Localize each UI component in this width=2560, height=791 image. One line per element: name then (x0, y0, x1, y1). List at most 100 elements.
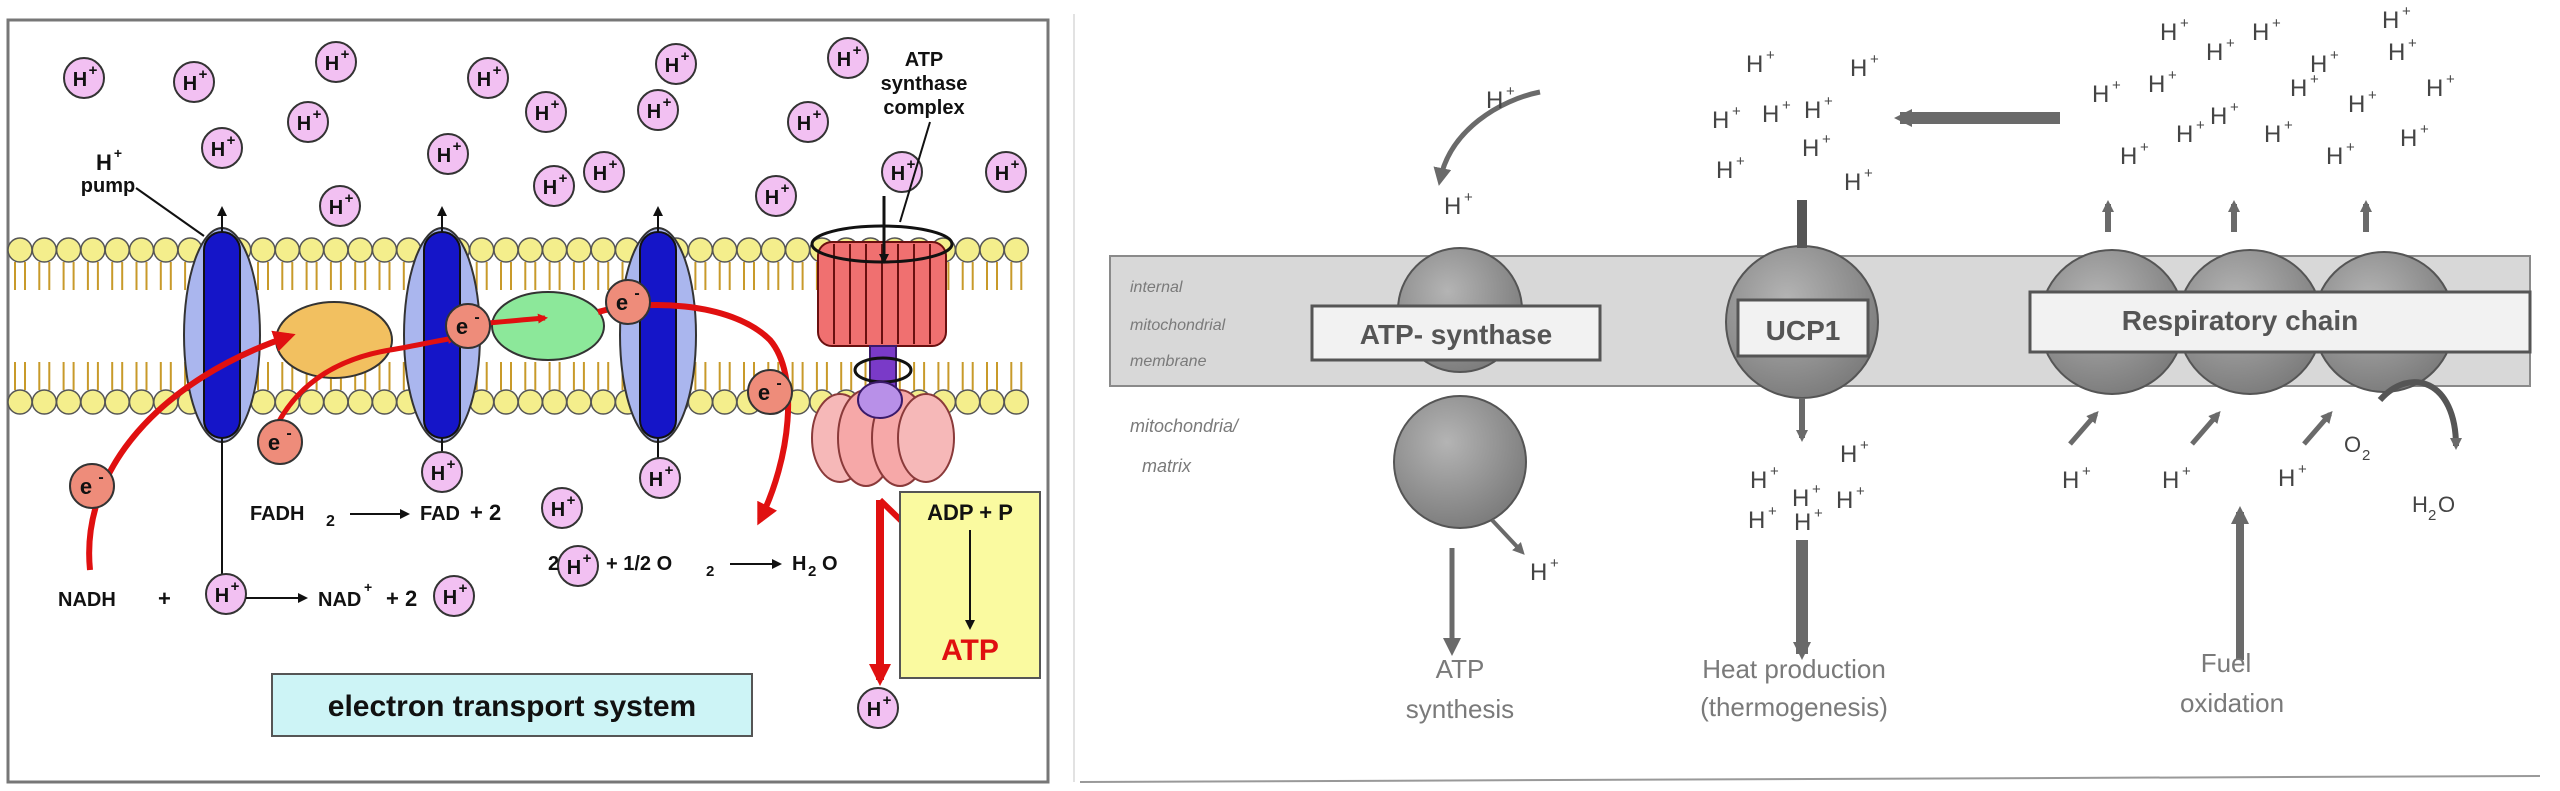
proton-charge: + (2368, 87, 2377, 104)
proton-h: H (1804, 97, 1821, 124)
svg-text:e: e (268, 430, 280, 455)
proton-charge: + (1824, 93, 1833, 110)
proton-ion: H+ (985, 151, 1027, 193)
right-proton-label: H+ (1748, 503, 1777, 534)
proton-return-arrow (1433, 89, 1541, 186)
proton-charge: + (583, 550, 592, 567)
h2o-h-label: H (2412, 492, 2428, 517)
water-o: O (822, 553, 838, 575)
proton-h: H (2176, 121, 2193, 148)
proton-charge: + (231, 578, 240, 595)
svg-text:e: e (456, 314, 468, 339)
proton-h: H (1802, 135, 1819, 162)
proton-charge: + (2168, 67, 2177, 84)
proton-charge: + (1860, 437, 1869, 454)
proton-ion: H+ (857, 687, 899, 729)
proton-charge: + (1870, 51, 1879, 68)
lipid-head (590, 237, 616, 263)
proton-charge: + (1506, 83, 1515, 100)
proton-charge: + (453, 138, 462, 155)
proton-ion: H+ (525, 91, 567, 133)
fadh-sub: 2 (326, 513, 335, 530)
lipid-head (371, 389, 398, 415)
h-pump-h: H (96, 150, 112, 175)
right-bottom-rule (1079, 775, 2541, 783)
proton-ion: H+ (787, 101, 829, 143)
right-proton-label: H+ (2388, 35, 2417, 66)
proton-h: H (543, 177, 557, 199)
proton-h: H (1712, 107, 1729, 134)
proton-charge: + (2272, 15, 2281, 32)
right-proton-label: H+ (1750, 463, 1779, 494)
diagram-title: electron transport system (328, 690, 696, 723)
proton-h: H (837, 49, 851, 71)
atp-synthase-line2: synthase (881, 73, 968, 95)
lipid-head (687, 389, 714, 415)
proton-h: H (2426, 75, 2443, 102)
right-proton-label: H+ (2210, 99, 2239, 130)
svg-text:e: e (758, 380, 770, 405)
proton-h: H (867, 699, 881, 721)
proton-h: H (2264, 121, 2281, 148)
svg-text:-: - (634, 285, 639, 302)
right-proton-label: H+ (2160, 15, 2189, 46)
lipid-head (711, 237, 738, 263)
proton-ion: H+ (315, 41, 357, 83)
proton-h: H (1794, 509, 1811, 536)
lipid-head (468, 237, 495, 263)
right-proton-label: H+ (1844, 165, 1873, 196)
ucp1-box (1736, 298, 1870, 358)
right-proton-label: H+ (2252, 15, 2281, 46)
proton-charge: + (2402, 3, 2411, 20)
lipid-head (347, 389, 373, 415)
lipid-head (298, 389, 325, 415)
svg-text:-: - (98, 469, 103, 486)
proton-charge: + (493, 62, 502, 79)
proton-h: H (1746, 51, 1763, 78)
proton-ion: H+ (319, 185, 361, 227)
left-panel: ADP + P ATP e - e - e - e - e - (6, 18, 1050, 784)
proton-charge: + (1856, 483, 1865, 500)
h-pump-1 (183, 227, 261, 443)
proton-h: H (2062, 467, 2079, 494)
right-proton-label: H+ (2062, 463, 2091, 494)
heat-line2: (thermogenesis) (1700, 692, 1888, 722)
o2-to-water-arrow (2377, 379, 2462, 450)
right-proton-label: H+ (2426, 71, 2455, 102)
right-proton-label: H+ (2162, 463, 2191, 494)
proton-ion: H+ (557, 545, 599, 587)
electron-4: e - (605, 279, 651, 325)
right-proton-label: H+ (2326, 139, 2355, 170)
lipid-head (517, 237, 544, 263)
lipid-head (590, 389, 616, 415)
right-proton-label: H+ (1746, 47, 1775, 78)
proton-h: H (2092, 81, 2109, 108)
proton-charge: + (559, 170, 568, 187)
proton-charge: + (313, 106, 322, 123)
proton-ion: H+ (173, 61, 215, 103)
lipid-head (128, 237, 155, 263)
lipid-head (55, 237, 82, 263)
matrix-label-2: matrix (1142, 456, 1192, 476)
lipid-head (493, 237, 519, 263)
proton-h: H (437, 145, 451, 167)
nadh-plus: + (158, 586, 171, 611)
proton-charge: + (341, 46, 350, 63)
lipid-head (104, 389, 130, 415)
proton-charge: + (2446, 71, 2455, 88)
adp-label: ADP + P (927, 500, 1013, 525)
atp-synthase-circle-bottom (1393, 395, 1527, 529)
lipid-head (687, 237, 714, 263)
proton-charge: + (681, 48, 690, 65)
proton-h: H (2148, 71, 2165, 98)
atp-synthesis-line1: ATP (1436, 654, 1485, 684)
lipid-head (55, 389, 82, 415)
proton-h: H (2290, 75, 2307, 102)
proton-ion: H+ (827, 37, 869, 79)
proton-charge: + (345, 190, 354, 207)
proton-h: H (2400, 125, 2417, 152)
water-sub: 2 (808, 563, 816, 580)
proton-h: H (2160, 19, 2177, 46)
proton-charge: + (2408, 35, 2417, 52)
proton-h: H (1530, 559, 1547, 586)
